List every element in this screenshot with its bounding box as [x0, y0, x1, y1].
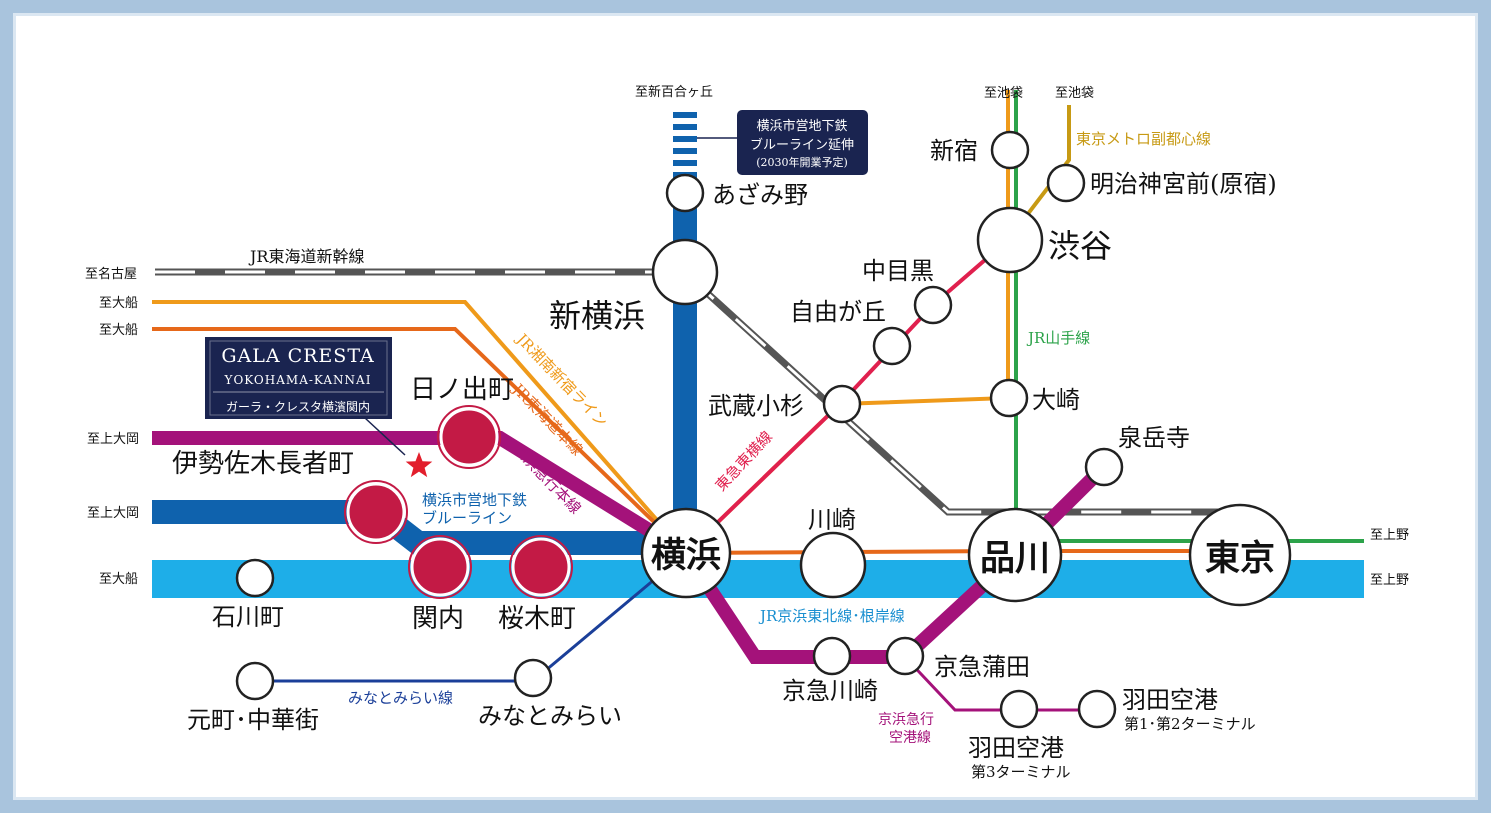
station-jiyugaoka[interactable] [872, 326, 912, 366]
callout-line3: (2030年開業予定) [756, 155, 848, 169]
label-shinkansen: JR東海道新幹線 [248, 247, 364, 266]
station-minatomirai[interactable] [513, 658, 553, 698]
shinkansen-line [155, 268, 1240, 516]
dest-ikebukuro1: 至池袋 [984, 86, 1023, 101]
label-haneda3-sub: 第3ターミナル [971, 763, 1071, 781]
station-ishikawacho[interactable] [235, 558, 275, 598]
station-shibuya[interactable] [976, 206, 1044, 274]
dest-kamiooka1: 至上大岡 [87, 432, 139, 447]
dest-shinyurigaoka: 至新百合ヶ丘 [635, 84, 713, 100]
label-haneda12: 羽田空港 [1122, 686, 1218, 714]
label-keikyukamata: 京急蒲田 [934, 653, 1030, 681]
station-shinyokohama[interactable] [651, 238, 719, 306]
label-motomachi: 元町･中華街 [187, 706, 319, 734]
badge-subtitle-en: YOKOHAMA-KANNAI [224, 373, 372, 387]
label-minatomirai-line: みなとみらい線 [348, 689, 453, 707]
label-tokyo: 東京 [1205, 538, 1275, 579]
station-nakameguro[interactable] [913, 285, 953, 325]
label-yokohama: 横浜 [651, 535, 721, 576]
label-azamino: あざみ野 [712, 181, 808, 209]
label-kawasaki: 川崎 [808, 506, 856, 534]
label-nakameguro: 中目黒 [862, 257, 934, 285]
dest-ikebukuro2: 至池袋 [1055, 86, 1094, 101]
label-meiji: 明治神宮前(原宿) [1090, 170, 1277, 198]
callout-line1: 横浜市営地下鉄 [756, 118, 847, 134]
station-azamino[interactable] [665, 173, 705, 213]
label-hinodecho: 日ノ出町 [410, 375, 514, 405]
label-yamanote: JR山手線 [1026, 329, 1090, 347]
label-keihin: JR京浜東北線･根岸線 [758, 607, 905, 625]
dest-ueno2: 至上野 [1370, 573, 1409, 588]
label-shinagawa: 品川 [980, 538, 1050, 579]
station-meiji[interactable] [1046, 163, 1086, 203]
label-minatomirai: みなとみらい [478, 702, 622, 730]
label-kannai: 関内 [412, 604, 464, 634]
badge-pointer [364, 417, 406, 456]
label-fukutoshin: 東京メトロ副都心線 [1076, 130, 1211, 148]
label-sakuragicho: 桜木町 [498, 604, 576, 634]
station-haneda3[interactable] [999, 689, 1039, 729]
station-shinjuku[interactable] [990, 130, 1030, 170]
label-jiyugaoka: 自由が丘 [790, 298, 886, 326]
station-kawasaki[interactable] [799, 531, 867, 599]
label-airport2: 空港線 [889, 730, 931, 746]
station-keikyukawasaki[interactable] [812, 636, 852, 676]
property-badge[interactable] [205, 337, 392, 419]
label-keikyukawasaki: 京急川崎 [782, 677, 878, 705]
property-star-icon [405, 452, 433, 478]
label-toyoko: 東急東横線 [712, 428, 776, 495]
station-motomachi[interactable] [235, 661, 275, 701]
label-airport1: 京浜急行 [878, 712, 934, 728]
label-isezaki: 伊勢佐木長者町 [172, 449, 354, 479]
label-blue2: ブルーライン [422, 509, 512, 527]
station-haneda12[interactable] [1077, 689, 1117, 729]
keihin-tohoku-line [152, 560, 1364, 598]
station-hinodecho[interactable] [439, 407, 499, 467]
label-shonan: JR湘南新宿ライン [512, 329, 611, 431]
station-musashikosugi[interactable] [822, 384, 862, 424]
station-sakuragicho[interactable] [511, 537, 571, 597]
label-osaki: 大崎 [1032, 386, 1080, 414]
dest-nagoya: 至名古屋 [85, 266, 137, 282]
station-shinagawa[interactable] [967, 507, 1063, 603]
label-shinyokohama: 新横浜 [549, 297, 645, 335]
label-haneda12-sub: 第1･第2ターミナル [1124, 715, 1256, 733]
label-haneda3: 羽田空港 [968, 734, 1064, 762]
label-ishikawacho: 石川町 [212, 603, 284, 631]
label-blue: 横浜市営地下鉄 [422, 491, 527, 509]
station-osaki[interactable] [989, 378, 1029, 418]
station-isezaki[interactable] [346, 482, 406, 542]
station-kannai[interactable] [410, 537, 470, 597]
dest-ofuna3: 至大船 [99, 572, 138, 587]
dest-ofuna2: 至大船 [99, 323, 138, 338]
station-yokohama[interactable] [640, 507, 732, 599]
extension-callout [737, 110, 868, 175]
dest-kamiooka2: 至上大岡 [87, 506, 139, 521]
dest-ofuna1: 至大船 [99, 296, 138, 311]
label-sengakuji: 泉岳寺 [1118, 424, 1190, 452]
dest-ueno1: 至上野 [1370, 528, 1409, 543]
badge-title-jp: ガーラ・クレスタ横濱関内 [226, 400, 370, 414]
label-shibuya: 渋谷 [1048, 227, 1112, 265]
station-tokyo[interactable] [1188, 503, 1292, 607]
station-keikyukamata[interactable] [885, 636, 925, 676]
label-musashikosugi: 武蔵小杉 [708, 392, 804, 420]
callout-line2: ブルーライン延伸 [750, 137, 854, 153]
badge-title-en: GALA CRESTA [221, 345, 374, 367]
station-sengakuji[interactable] [1084, 447, 1124, 487]
label-shinjuku: 新宿 [930, 137, 978, 165]
